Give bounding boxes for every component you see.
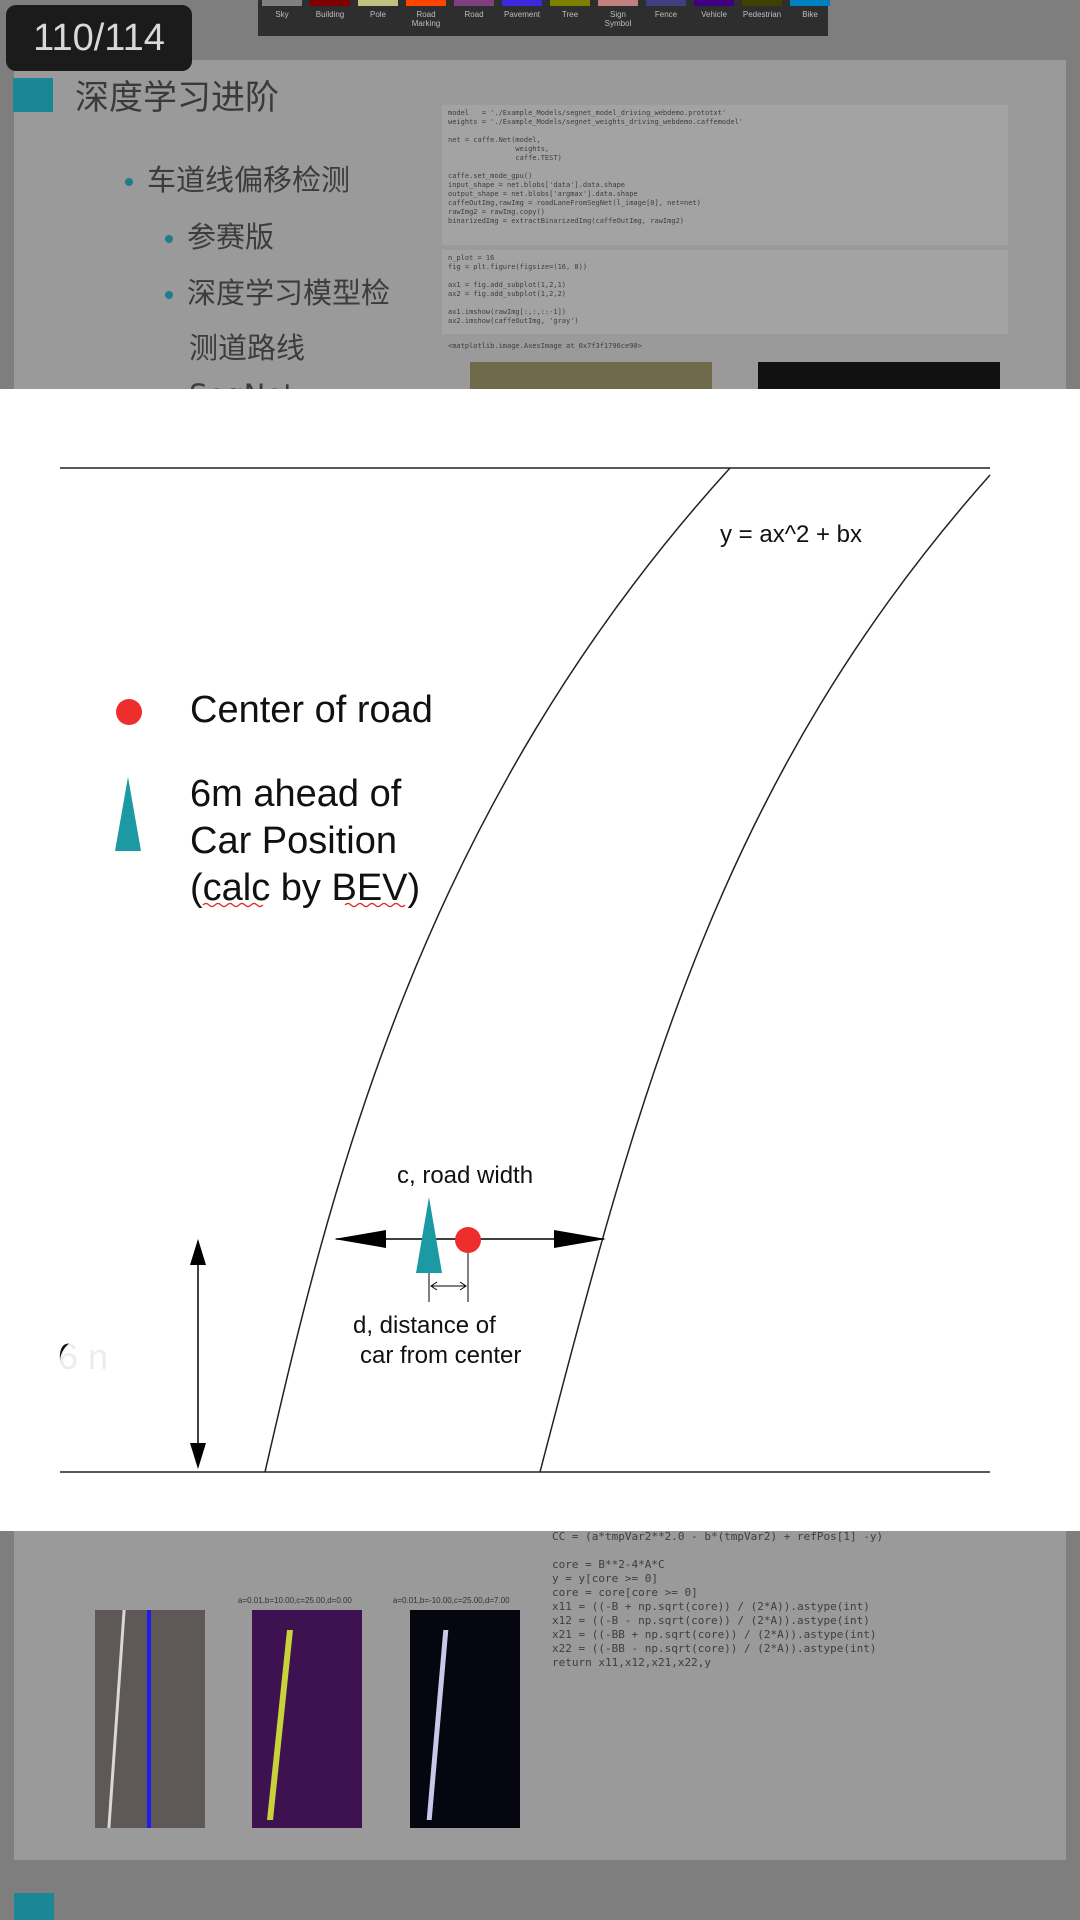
arrowhead-down-icon <box>190 1443 206 1469</box>
legend-class-item: Bike <box>790 0 830 19</box>
center-of-road-legend-icon <box>116 699 142 725</box>
legend-class-label: Tree <box>561 10 579 19</box>
distance-label-1: d, distance of <box>353 1312 496 1339</box>
legend-class-item: Tree <box>550 0 590 19</box>
legend-car-label-2: Car Position <box>190 820 397 862</box>
bullet-deep-model-cont: 测道路线 <box>189 331 306 365</box>
code-cell-3: CC = (a*tmpVar2**2.0 - b*(tmpVar2) + ref… <box>552 1530 884 1669</box>
legend-class-label: Road <box>464 10 484 19</box>
legend-swatch <box>694 0 734 6</box>
right-lane-curve <box>539 474 991 1473</box>
legend-class-label: Building <box>315 10 345 19</box>
legend-class-label: Pole <box>369 10 386 19</box>
bullet-competition: 参赛版 <box>165 214 274 256</box>
legend-class-label: Sky <box>275 10 289 19</box>
legend-center-label: Center of road <box>190 689 433 731</box>
arrowhead-right-icon <box>554 1230 606 1248</box>
code-output: <matplotlib.image.AxesImage at 0x7f3f179… <box>448 342 642 350</box>
spellcheck-underline <box>202 902 264 908</box>
bullet-text: 参赛版 <box>187 220 275 254</box>
page-counter: 110/114 <box>6 5 192 71</box>
legend-swatch <box>358 0 398 6</box>
arrowhead-left-icon <box>430 1281 438 1291</box>
arrowhead-right-icon <box>459 1281 467 1291</box>
curve-equation: y = ax^2 + bx <box>720 521 862 548</box>
bullet-lane-offset: 车道线偏移检测 <box>125 157 350 199</box>
section-marker-icon <box>13 78 53 112</box>
bullet-dot-icon <box>165 291 173 299</box>
left-lane-curve <box>264 467 731 1473</box>
bullet-text: 车道线偏移检测 <box>147 163 351 197</box>
legend-class-item: Building <box>310 0 350 19</box>
legend-class-item: Vehicle <box>694 0 734 19</box>
car-position-marker <box>416 1197 442 1273</box>
arrowhead-up-icon <box>190 1239 206 1265</box>
code-cell-1: model = './Example_Models/segnet_model_d… <box>442 105 1008 245</box>
lane-line-mark <box>107 1610 126 1828</box>
lane-pixels-mark <box>267 1630 293 1820</box>
section-marker-icon <box>14 1893 54 1920</box>
plot-lane-fit-2 <box>410 1610 520 1828</box>
center-line-mark <box>147 1610 151 1828</box>
diagram-canvas: y = ax^2 + bx Center of road 6m ahead of… <box>52 467 991 1473</box>
legend-class-item: Road Marking <box>406 0 446 28</box>
legend-class-item: Pole <box>358 0 398 19</box>
legend-class-item: Pavement <box>502 0 542 19</box>
legend-class-label: Bike <box>802 10 818 19</box>
legend-class-item: Road <box>454 0 494 19</box>
legend-class-item: Sign Symbol <box>598 0 638 28</box>
legend-swatch <box>598 0 638 6</box>
plot-title-3: a=0.01,b=-10.00,c=25.00,d=7.00 <box>393 1596 510 1605</box>
legend-class-label: Road Marking <box>411 10 441 28</box>
bullet-dot-icon <box>165 235 173 243</box>
legend-swatch <box>550 0 590 6</box>
legend-class-label: Pedestrian <box>742 10 782 19</box>
legend-car-label-3: (calc by BEV) <box>190 867 420 909</box>
legend-class-label: Pavement <box>503 10 541 19</box>
distance-label-2: car from center <box>360 1342 521 1369</box>
segmentation-thumbnail <box>758 362 1000 390</box>
legend-swatch <box>262 0 302 6</box>
lane-geometry-diagram: y = ax^2 + bx Center of road 6m ahead of… <box>0 389 1080 1531</box>
road-photo-thumbnail <box>470 362 712 390</box>
bullet-text: 深度学习模型检 <box>187 276 391 310</box>
legend-swatch <box>454 0 494 6</box>
lane-pixels-mark <box>426 1630 449 1820</box>
code-cell-2: n_plot = 16 fig = plt.figure(figsize=(16… <box>442 250 1008 334</box>
plot-raw-bev <box>95 1610 205 1828</box>
car-position-legend-icon <box>115 777 141 851</box>
arrowhead-left-icon <box>334 1230 386 1248</box>
legend-car-label-1: 6m ahead of <box>190 773 402 815</box>
legend-swatch <box>406 0 446 6</box>
legend-class-label: Fence <box>654 10 678 19</box>
legend-class-item: Pedestrian <box>742 0 782 19</box>
legend-class-label: Vehicle <box>701 10 727 19</box>
road-center-marker <box>455 1227 481 1253</box>
legend-swatch <box>790 0 830 6</box>
spellcheck-underline <box>344 902 406 908</box>
section-title: 深度学习进阶 <box>75 78 279 118</box>
plot-lane-fit-1 <box>252 1610 362 1828</box>
smudge-overlay <box>52 1377 148 1421</box>
bullet-dot-icon <box>125 178 133 186</box>
legend-swatch <box>502 0 542 6</box>
segnet-class-legend: Sky Building Pole Road Marking Road Pavement T… <box>258 0 830 36</box>
legend-swatch <box>310 0 350 6</box>
bullet-deep-model: 深度学习模型检 <box>165 270 390 312</box>
road-width-label: c, road width <box>397 1162 533 1189</box>
legend-class-item: Fence <box>646 0 686 19</box>
plot-title-2: a=0.01,b=10.00,c=25.00,d=0.00 <box>238 1596 352 1605</box>
legend-class-item: Sky <box>262 0 302 19</box>
legend-class-label: Sign Symbol <box>604 10 632 28</box>
legend-swatch <box>742 0 782 6</box>
legend-swatch <box>646 0 686 6</box>
